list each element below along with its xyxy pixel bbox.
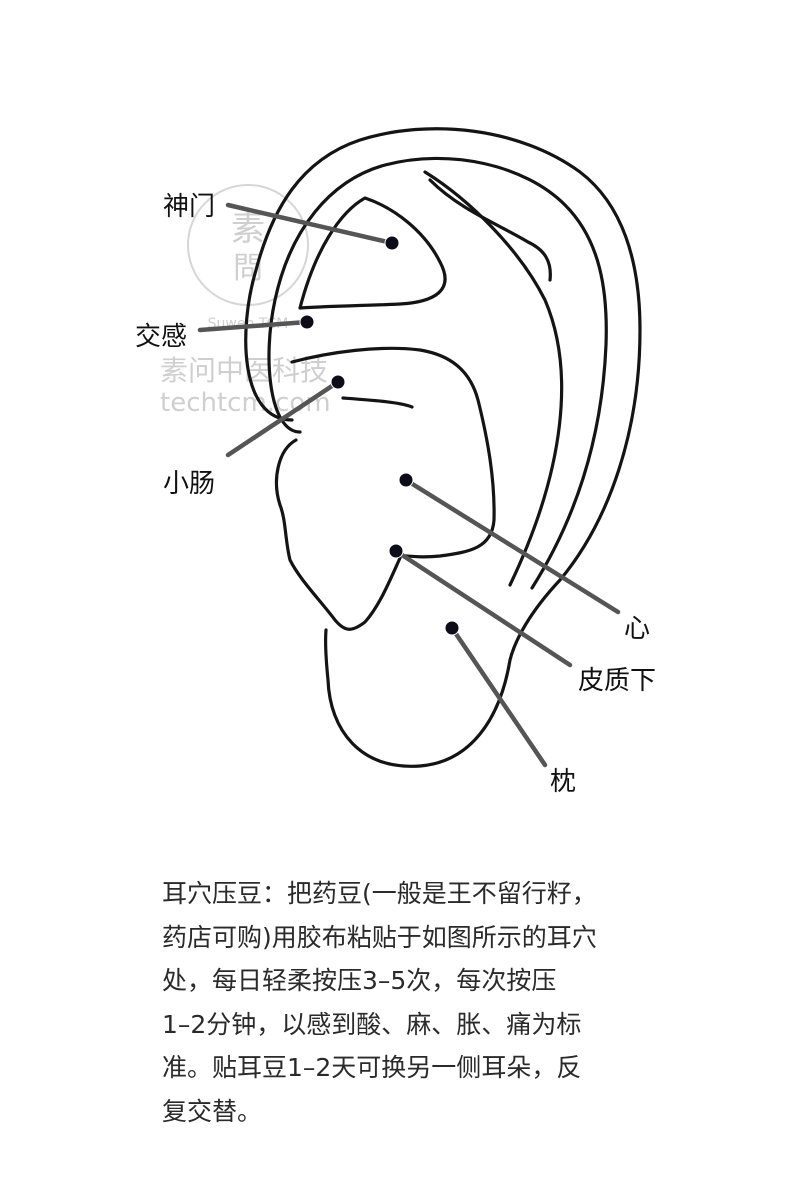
leader-line-xiaochang (225, 379, 341, 458)
leader-line-zhen (449, 625, 548, 768)
point-labels: 神门 交感 小肠 心 皮质下 枕 (135, 192, 656, 797)
leader-line-pizhixia (393, 548, 573, 668)
ear-acupoint-diagram: 素 問 Suwen TCM 素问中医科技 techtcm.com (135, 127, 656, 797)
leader-line-shenmen (225, 202, 395, 246)
label-zhen: 枕 (550, 767, 576, 797)
leader-lines (197, 202, 621, 768)
ear-antihelix-outer (423, 170, 564, 587)
label-xiaochang: 小肠 (163, 469, 215, 499)
point-shenmen (384, 235, 400, 251)
leader-line-jiaogan (197, 319, 310, 333)
ear-antihelix-inner (428, 178, 552, 282)
ear-helix-crus (290, 346, 496, 559)
label-jiaogan: 交感 (135, 322, 187, 352)
watermark-logo-char-top: 素 (231, 209, 265, 249)
point-xiaochang (330, 374, 346, 390)
instruction-caption: 耳穴压豆：把药豆(一般是王不留行籽， 药店可购)用胶布粘贴于如图所示的耳穴 处，… (162, 879, 597, 1126)
point-pizhixia (388, 543, 404, 559)
label-pizhixia: 皮质下 (578, 666, 656, 696)
point-xin (398, 472, 414, 488)
acupoint-dots (299, 235, 460, 636)
point-jiaogan (299, 314, 315, 330)
point-zhen (444, 620, 460, 636)
leader-line-xin (403, 477, 621, 615)
ear-outer-helix (244, 127, 642, 768)
label-shenmen: 神门 (163, 192, 215, 222)
ear-helix-crus-small (341, 396, 414, 409)
ear-inner-helix (267, 156, 608, 590)
ear-tragus (274, 438, 402, 631)
label-xin: 心 (624, 614, 650, 644)
watermark-brand-url: techtcm.com (160, 388, 331, 418)
ear-triangular-fossa (298, 196, 447, 310)
ear-drawing (244, 127, 642, 768)
